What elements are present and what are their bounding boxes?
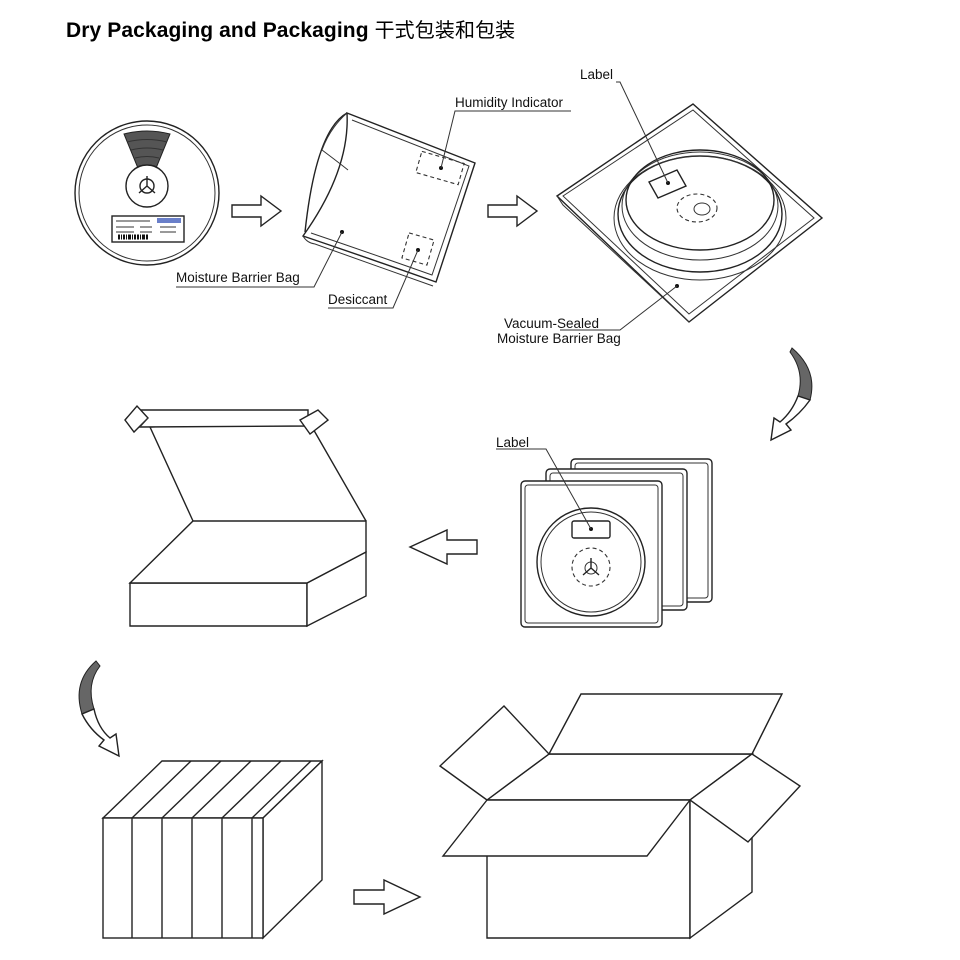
vacuum-sealed-bag-illustration — [555, 81, 824, 331]
reel-illustration — [74, 120, 220, 266]
label-humidity-indicator: Humidity Indicator — [455, 95, 564, 110]
moisture-barrier-bag-illustration — [176, 110, 571, 309]
page-title: Dry Packaging and Packaging 干式包装和包装 — [66, 14, 515, 43]
shipping-carton-illustration — [438, 693, 802, 940]
label-moisture-barrier-bag: Moisture Barrier Bag — [176, 270, 300, 285]
label-desiccant: Desiccant — [328, 292, 388, 307]
title-english: Dry Packaging and Packaging — [66, 19, 369, 42]
arrow-left — [408, 528, 478, 566]
stacked-sealed-reels-illustration — [496, 448, 713, 628]
arrow-right-2 — [487, 194, 539, 228]
label-vacuum-sealed-line2: Moisture Barrier Bag — [497, 331, 621, 346]
arrow-right-1 — [231, 194, 283, 228]
open-box-illustration — [124, 404, 367, 628]
arrow-right-3 — [353, 878, 422, 916]
curved-arrow-down-left — [78, 660, 120, 758]
curved-arrow-down-right — [770, 347, 813, 442]
reel-label — [111, 215, 185, 243]
title-chinese: 干式包装和包装 — [374, 18, 516, 42]
label-label-top: Label — [580, 67, 613, 82]
label-label-middle: Label — [496, 435, 529, 450]
stacked-boxes-illustration — [101, 759, 324, 940]
label-vacuum-sealed-line1: Vacuum-Sealed — [504, 316, 599, 331]
